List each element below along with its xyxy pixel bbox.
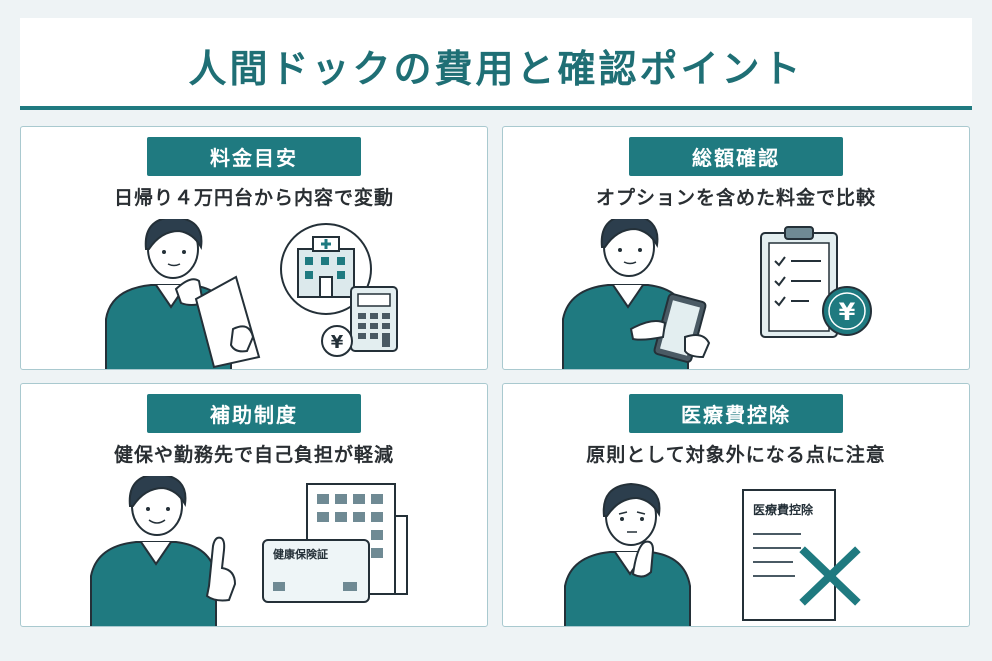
panel-badge: 医療費控除 (629, 394, 843, 433)
deduction-illustration: 医療費控除 (564, 482, 861, 626)
panel-badge: 総額確認 (629, 137, 843, 176)
page-title: 人間ドックの費用と確認ポイント (188, 47, 804, 91)
panel-subtitle: 健保や勤務先で自己負担が軽減 (113, 444, 394, 466)
calculator-icon (350, 286, 398, 352)
checklist-clipboard-icon (760, 226, 838, 338)
insurance-card-label: 健康保険証 (273, 547, 328, 561)
header-banner: 人間ドックの費用と確認ポイント (20, 18, 972, 110)
yen-symbol: ¥ (839, 298, 856, 326)
document-label: 医療費控除 (753, 502, 814, 517)
person-thinking-icon (564, 482, 691, 626)
price-illustration: ¥ (105, 219, 398, 369)
yen-symbol: ¥ (331, 332, 344, 353)
insurance-card-icon: 健康保険証 (262, 539, 370, 603)
total-illustration: ¥ (562, 219, 872, 369)
panel-subsidy: 補助制度 健保や勤務先で自己負担が軽減 健康保険証 (20, 383, 488, 627)
panel-subtitle: オプションを含めた料金で比較 (595, 187, 876, 209)
person-reading-icon (105, 219, 261, 369)
person-tablet-icon (562, 219, 711, 369)
rejected-document-icon: 医療費控除 (742, 489, 861, 621)
panel-badge: 料金目安 (147, 137, 361, 176)
panel-medical-deduction: 医療費控除 原則として対象外になる点に注意 医療費控除 (502, 383, 970, 627)
panel-subtitle: 日帰り４万円台から内容で変動 (113, 187, 394, 209)
hospital-icon (280, 223, 372, 315)
subsidy-illustration: 健康保険証 (90, 476, 408, 626)
panel-total-check: 総額確認 オプションを含めた料金で比較 (502, 126, 970, 370)
panel-price-estimate: 料金目安 日帰り４万円台から内容で変動 (20, 126, 488, 370)
panel-subtitle: 原則として対象外になる点に注意 (586, 444, 886, 466)
person-pointing-icon (90, 476, 237, 626)
yen-coin-icon: ¥ (321, 325, 353, 357)
panel-badge: 補助制度 (147, 394, 361, 433)
yen-coin-icon: ¥ (822, 286, 872, 336)
